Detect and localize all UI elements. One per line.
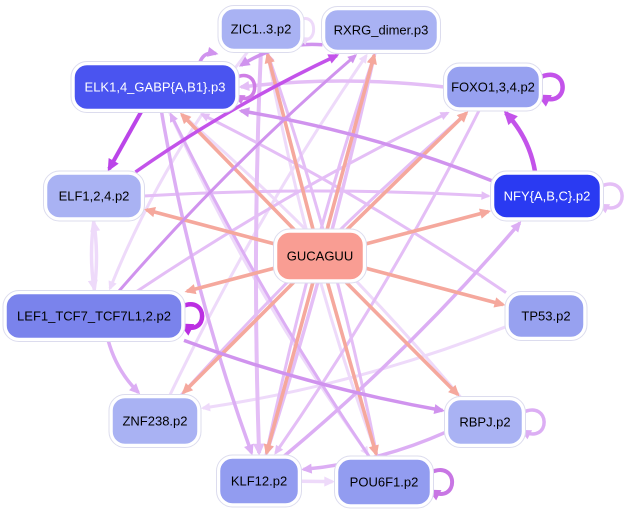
- node-foxo[interactable]: FOXO1,3,4.p2: [443, 62, 543, 112]
- node-elf[interactable]: ELF1,2,4.p2: [43, 170, 145, 222]
- edge-nfy-elk: [238, 107, 493, 183]
- node-tp53[interactable]: TP53.p2: [504, 291, 588, 341]
- node-shape: [336, 458, 432, 506]
- edge-lef-foxo: [135, 111, 450, 293]
- node-nfy[interactable]: NFY{A,B,C}.p2: [490, 170, 604, 222]
- edge-tp53-elk: [200, 113, 507, 294]
- node-shape: [5, 292, 183, 340]
- edge-gucaguu-nfy: [365, 208, 492, 246]
- edge-gucaguu-rxrg: [325, 52, 377, 231]
- node-label: ELF1,2,4.p2: [59, 189, 130, 204]
- self-loop-nfy: [598, 182, 624, 214]
- node-label: NFY{A,B,C}.p2: [504, 189, 591, 204]
- node-shape: [507, 293, 585, 339]
- node-label: ELK1,4_GABP{A,B1}.p3: [85, 80, 226, 95]
- node-elk[interactable]: ELK1,4_GABP{A,B1}.p3: [70, 61, 240, 113]
- edge-nfy-foxo: [503, 110, 538, 173]
- node-label: RXRG_dimer.p3: [334, 23, 429, 38]
- node-shape: [446, 398, 524, 446]
- edge-gucaguu-elk: [179, 112, 296, 232]
- edge-elf-rxrg: [134, 53, 340, 174]
- node-klf12[interactable]: KLF12.p2: [216, 454, 302, 508]
- self-loop-zic: [299, 17, 316, 46]
- edge-gucaguu-tp53: [365, 266, 506, 308]
- self-loop-foxo: [536, 72, 565, 107]
- edge-foxo-klf12: [274, 109, 481, 455]
- edge-lef-elf: [90, 220, 101, 292]
- edge-gucaguu-zic: [264, 51, 315, 231]
- self-loop-lef: [179, 302, 205, 336]
- self-loop-elk: [233, 74, 257, 105]
- edge-pou6f1-elk: [169, 112, 371, 458]
- node-shape: [492, 173, 602, 219]
- edge-lef-rbpj: [183, 338, 445, 415]
- node-shape: [275, 231, 365, 281]
- node-label: POU6F1.p2: [350, 475, 419, 490]
- edge-gucaguu-lef: [184, 266, 275, 295]
- node-pou6f1[interactable]: POU6F1.p2: [334, 455, 434, 509]
- edge-tp53-znf238: [200, 325, 507, 412]
- node-znf238[interactable]: ZNF238.p2: [108, 394, 202, 448]
- self-loop-rbpj: [520, 408, 546, 440]
- edge-elf-nfy: [143, 189, 491, 200]
- node-label: KLF12.p2: [231, 474, 287, 489]
- edge-elk-elf: [107, 110, 144, 172]
- node-zic[interactable]: ZIC1..3.p2: [217, 5, 305, 53]
- edge-lef-znf238: [106, 340, 141, 395]
- edge-zic-klf12: [253, 51, 265, 456]
- node-shape: [218, 457, 300, 505]
- node-rbpj[interactable]: RBPJ.p2: [444, 396, 526, 448]
- edge-znf238-rxrg: [168, 53, 368, 397]
- edge-elk-zic: [198, 46, 219, 64]
- node-shape: [445, 65, 541, 109]
- node-shape: [111, 396, 199, 446]
- edge-gucaguu-foxo: [345, 111, 469, 232]
- node-label: RBPJ.p2: [459, 415, 510, 430]
- edge-elk-klf12: [159, 111, 254, 456]
- node-gucaguu[interactable]: GUCAGUU: [273, 228, 367, 284]
- node-shape: [323, 8, 439, 52]
- node-lef[interactable]: LEF1_TCF7_TCF7L1,2.p2: [2, 290, 186, 342]
- edge-gucaguu-rbpj: [344, 280, 460, 397]
- edge-gucaguu-znf238: [181, 280, 296, 395]
- node-label: LEF1_TCF7_TCF7L1,2.p2: [17, 309, 171, 324]
- edge-foxo-elk: [238, 79, 445, 92]
- node-rxrg[interactable]: RXRG_dimer.p3: [321, 6, 441, 54]
- node-label: ZNF238.p2: [122, 414, 187, 429]
- edge-gucaguu-klf12: [263, 281, 315, 456]
- node-label: ZIC1..3.p2: [231, 22, 292, 37]
- self-loop-pou6f1: [427, 468, 454, 501]
- edge-gucaguu-pou6f1: [325, 281, 379, 457]
- node-label: TP53.p2: [521, 309, 570, 324]
- edge-lef-rxrg: [117, 54, 358, 293]
- node-shape: [73, 63, 237, 111]
- edge-gucaguu-elf: [143, 207, 275, 246]
- node-label: FOXO1,3,4.p2: [451, 80, 535, 95]
- node-shape: [45, 173, 143, 219]
- node-label: GUCAGUU: [287, 249, 353, 264]
- node-shape: [220, 7, 302, 51]
